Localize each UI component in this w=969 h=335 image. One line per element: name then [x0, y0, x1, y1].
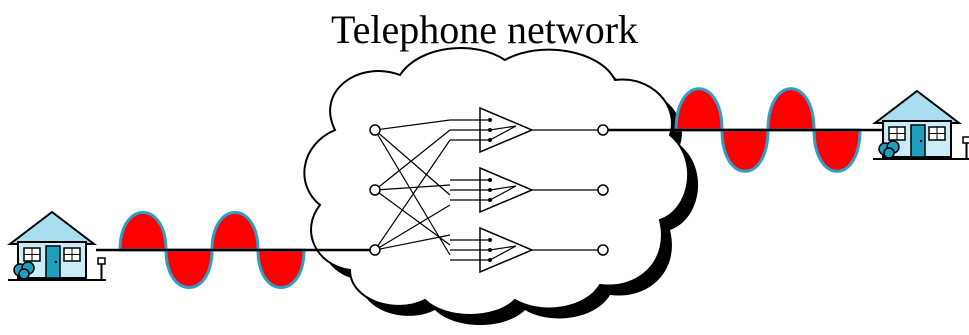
diagram-title: Telephone network: [330, 7, 639, 52]
house-icon: [7, 211, 107, 281]
house-icon: [872, 90, 969, 160]
switch-wires: [374, 119, 451, 256]
output-wires: [532, 129, 598, 251]
